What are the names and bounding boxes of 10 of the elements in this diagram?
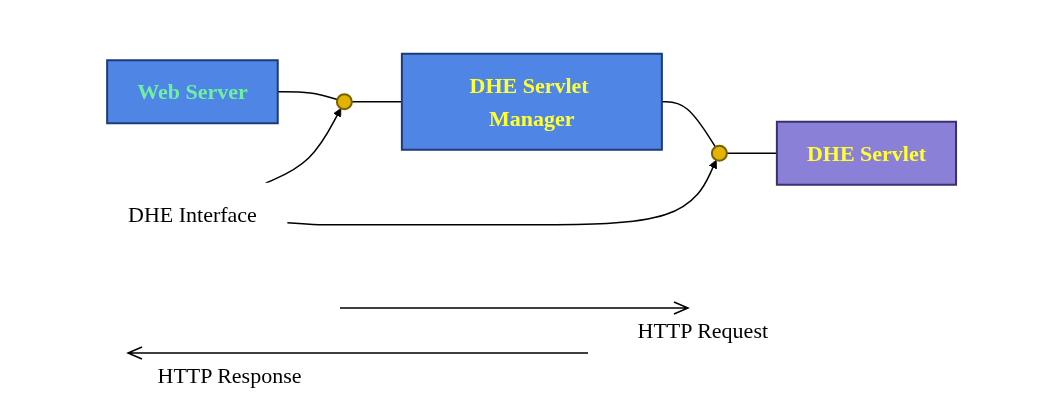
- arrow: [265, 108, 342, 184]
- node-circle: [336, 93, 354, 111]
- node-box: DHE Servlet Manager: [401, 52, 664, 151]
- direction-label: HTTP Response: [157, 363, 302, 389]
- direction-label: HTTP Request: [637, 318, 769, 344]
- node-text: DHE Interface: [128, 202, 258, 228]
- node-circle: [711, 144, 729, 162]
- node-box: Web Server: [106, 59, 280, 125]
- arrow: [286, 159, 718, 226]
- node-box: DHE Servlet: [776, 120, 958, 186]
